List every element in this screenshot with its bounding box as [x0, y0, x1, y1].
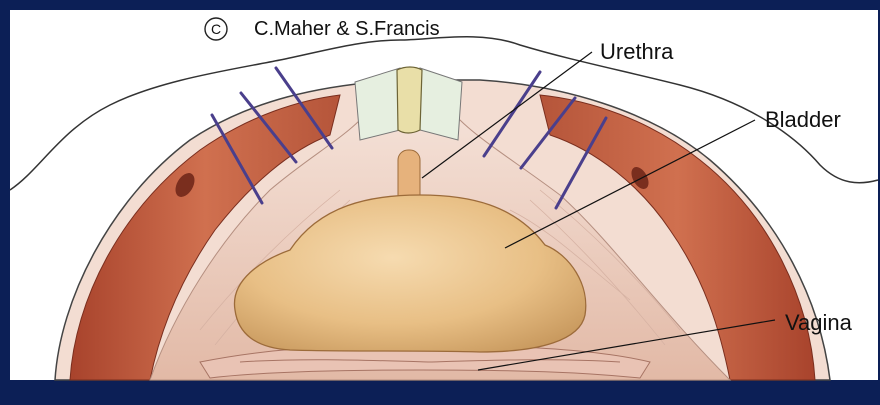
copyright-letter: C	[211, 21, 221, 37]
label-bladder: Bladder	[765, 107, 841, 132]
label-vagina: Vagina	[785, 310, 853, 335]
label-urethra: Urethra	[600, 39, 674, 64]
copyright-text: C.Maher & S.Francis	[254, 18, 440, 40]
urethra-segment	[397, 67, 422, 133]
